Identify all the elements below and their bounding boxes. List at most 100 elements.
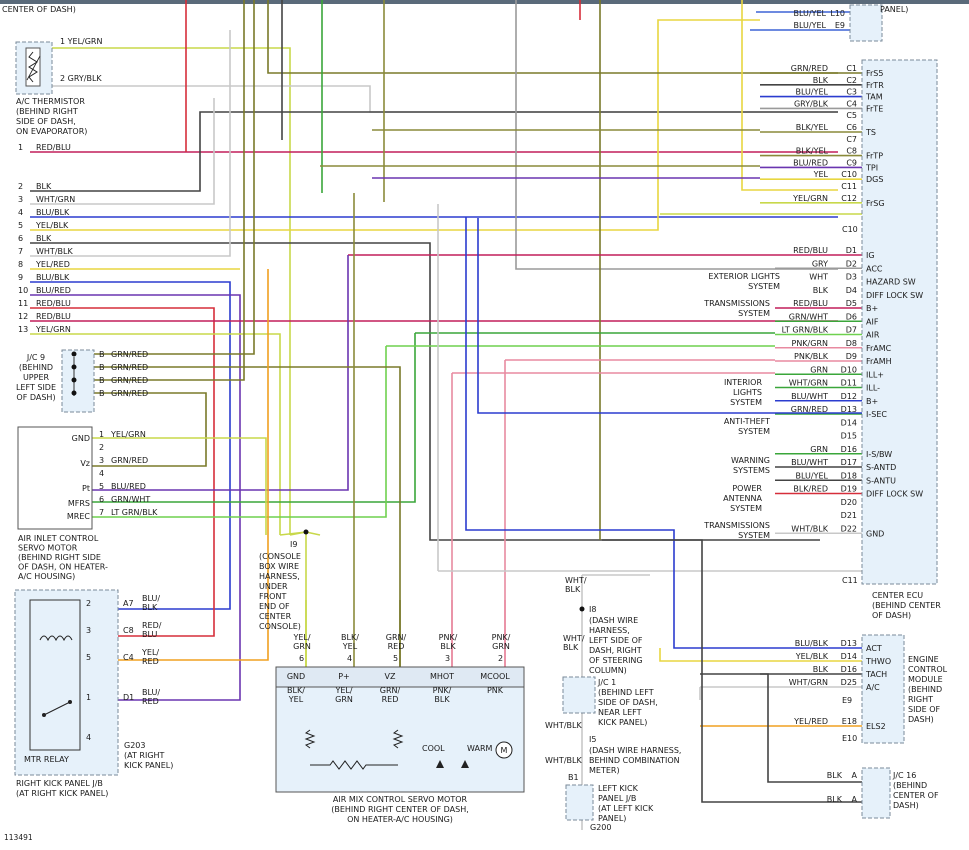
- ecm-row-D16-pin: D16: [841, 665, 857, 674]
- ecm-row-A/C-term: A/C: [866, 683, 880, 692]
- i9-desc-line-1: BOX WIRE: [259, 562, 299, 571]
- ecm-title-line-0: ENGINE: [908, 655, 939, 664]
- ecu-d-row-D17-pin: D17: [841, 458, 857, 467]
- jc1-desc-line-0: J/C 1: [597, 678, 616, 687]
- ecm-row-E18-pin: E18: [842, 717, 857, 726]
- right-kick-panel-line-0: RIGHT KICK PANEL J/B: [16, 779, 103, 788]
- i9-desc-line-6: CENTER: [259, 612, 292, 621]
- left-row-13-wire: YEL/GRN: [35, 325, 71, 334]
- jc16-row-0-wire: BLK: [827, 771, 843, 780]
- mtr-relay-conn-1: C8: [123, 626, 134, 635]
- mtr-relay-pin-1: 3: [86, 626, 91, 635]
- ecu-c-row-C8-pin: C8: [846, 147, 857, 156]
- i8-desc-line-3: DASH, RIGHT: [589, 646, 642, 655]
- ecu-c-row-C4-term: FrTE: [866, 104, 883, 113]
- ecu-d-row-D19-pin: D19: [841, 485, 857, 494]
- ecm-row-ELS2-term: ELS2: [866, 722, 886, 731]
- jc1-box: [562, 676, 596, 714]
- ecu-d-row-D3-pin: D3: [846, 273, 857, 282]
- ecu-c-row-C2-term: FrTR: [866, 81, 884, 90]
- air-inlet-pin-7-wire: LT GRN/BLK: [111, 508, 158, 517]
- ecu-c-row-C3-pin: C3: [846, 88, 857, 97]
- anti-theft-line-0: ANTI-THEFT: [724, 417, 770, 426]
- jc16-row-0-pin: A: [852, 771, 858, 780]
- air-inlet-pin-5: 5: [99, 482, 104, 491]
- top-right-pin-1-num: E9: [835, 21, 845, 30]
- ecu-c-row-C2-pin: C2: [846, 76, 857, 85]
- air-mix-top-2-b: RED: [388, 642, 405, 651]
- ecm-row-D14-pin: D14: [841, 652, 857, 661]
- jc9-node-3: [71, 390, 77, 396]
- ecu-d-row-D22-wire: WHT/BLK: [791, 524, 828, 533]
- air-inlet-pin-5-wire: BLU/RED: [111, 482, 146, 491]
- bc-whtblk-mid-line-0: WHT/: [563, 634, 585, 643]
- jc1-desc-line-4: KICK PANEL): [598, 718, 647, 727]
- interior-lights-line-2: SYSTEM: [730, 398, 762, 407]
- ecm-row-ACT-term: ACT: [866, 644, 882, 653]
- transmissions1-line-0: TRANSMISSIONS: [703, 299, 770, 308]
- air-mix-cool: COOL: [422, 744, 445, 753]
- air-mix-title-line-2: ON HEATER-A/C HOUSING): [347, 815, 453, 824]
- ecu-d-row-D22-pin: D22: [841, 524, 857, 533]
- ecm-row-E18-wire: YEL/RED: [793, 717, 828, 726]
- top-border: [0, 0, 969, 4]
- bc-whtblk-low: WHT/BLK: [545, 721, 582, 730]
- wire-airinlet-mrec: [92, 346, 387, 518]
- i5-desc-line-0: (DASH WIRE HARNESS,: [589, 746, 681, 755]
- ecm-row-D25-pin: D25: [841, 678, 857, 687]
- bc-whtblk-top-line-1: BLK: [565, 585, 581, 594]
- left-row-5-num: 5: [18, 221, 23, 230]
- i9-desc-line-5: END OF: [259, 602, 290, 611]
- left-row-11-wire: RED/BLU: [36, 299, 71, 308]
- warning-systems-line-0: WARNING: [731, 456, 770, 465]
- air-mix-title-line-1: (BEHIND RIGHT CENTER OF DASH,: [331, 805, 469, 814]
- jc9-pin-3-n: B: [99, 389, 105, 398]
- left-row-7-wire: WHT/BLK: [36, 247, 73, 256]
- ecu-d-row-D13-term: I-SEC: [866, 410, 887, 419]
- wire-thermistor-grybalk: [40, 85, 838, 113]
- wire-mtr-c4: [118, 269, 269, 661]
- ecu-c-row-C10-pin: C10: [841, 170, 857, 179]
- ecu-d-row-D10-pin: D10: [841, 365, 857, 374]
- thermistor-pin1: 1 YEL/GRN: [60, 37, 102, 46]
- air-inlet-term-MFRS: MFRS: [68, 499, 90, 508]
- ecu-d-row-D18-term: S-ANTU: [866, 476, 896, 485]
- i8-desc-line-2: LEFT SIDE OF: [589, 636, 643, 645]
- jc1-desc-line-1: (BEHIND LEFT: [598, 688, 654, 697]
- relay-coil-icon: [39, 635, 73, 642]
- air-mix-inner-0-b: YEL: [288, 695, 304, 704]
- air-inlet-title-line-1: SERVO MOTOR: [18, 544, 78, 553]
- jc9-pin-0-wire: GRN/RED: [111, 350, 148, 359]
- ecu-c-row-C10-term: DGS: [866, 175, 883, 184]
- ecu-d-row-D15-pin: D15: [841, 432, 857, 441]
- right-kick-panel-line-1: (AT RIGHT KICK PANEL): [16, 789, 108, 798]
- ecu-c11-label: C11: [842, 576, 858, 585]
- jc16-title-line-2: CENTER OF: [893, 791, 939, 800]
- i8-desc-line-4: OF STEERING: [589, 656, 643, 665]
- ecu-c-row-C3-term: TAM: [865, 93, 883, 102]
- left-row-4-wire: BLU/BLK: [36, 208, 70, 217]
- thermistor-title-line-0: A/C THERMISTOR: [16, 97, 85, 106]
- ecm-title-line-5: SIDE OF: [908, 705, 940, 714]
- ecu-d-row-D10-wire: GRN: [810, 365, 828, 374]
- ecu-d-row-D21-pin: D21: [841, 511, 857, 520]
- left-row-13-num: 13: [18, 325, 28, 334]
- ecu-d-row-D1-pin: D1: [846, 246, 857, 255]
- ecu-d-row-D16-pin: D16: [841, 445, 857, 454]
- ecu-c-row-C6-pin: C6: [846, 123, 857, 132]
- air-mix-pin-6: 6: [299, 654, 304, 663]
- ecu-d-row-D8-pin: D8: [846, 339, 857, 348]
- ecm-row-D16-wire: BLK: [813, 665, 829, 674]
- air-mix-term-GND: GND: [287, 672, 305, 681]
- left-row-6-num: 6: [18, 234, 23, 243]
- air-mix-pin-2: 2: [498, 654, 503, 663]
- left-row-5-wire: YEL/BLK: [35, 221, 69, 230]
- air-mix-top-1-a: BLK/: [341, 633, 359, 642]
- top-right-pin-1-wire: BLU/YEL: [794, 21, 827, 30]
- air-mix-top-0-b: GRN: [293, 642, 311, 651]
- air-inlet-term-GND: GND: [72, 434, 90, 443]
- jc9-pin-3-wire: GRN/RED: [111, 389, 148, 398]
- i9-node: [303, 529, 309, 535]
- ecm-title-line-1: CONTROL: [908, 665, 948, 674]
